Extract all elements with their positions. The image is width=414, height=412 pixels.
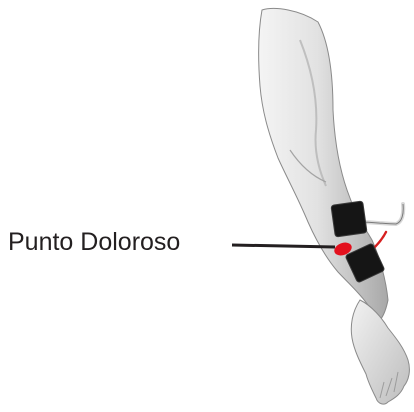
electrode-pad-upper-icon bbox=[331, 201, 367, 237]
pain-point-label: Punto Doloroso bbox=[8, 227, 180, 257]
label-leader-line bbox=[232, 245, 335, 247]
upper-wire bbox=[360, 204, 403, 224]
